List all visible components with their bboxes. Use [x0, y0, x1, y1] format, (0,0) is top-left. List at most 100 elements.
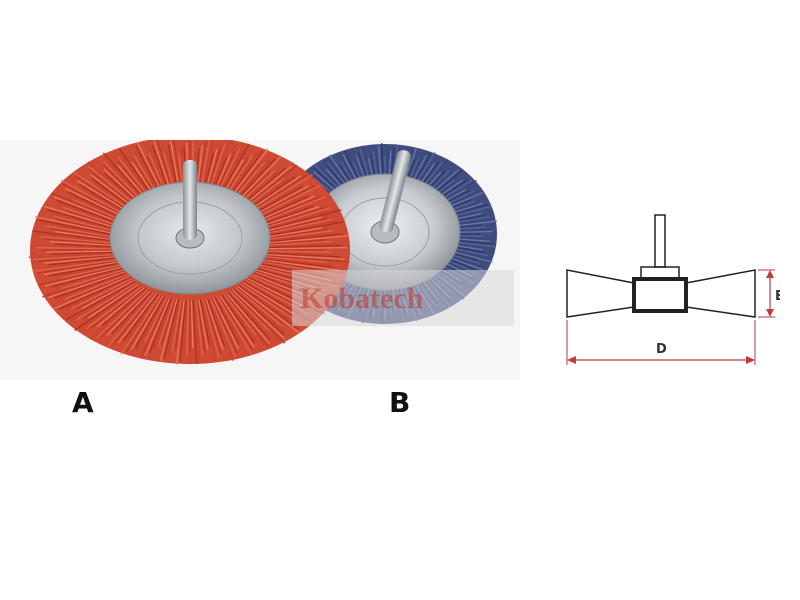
bristle-strand — [122, 293, 159, 342]
bristle-strand — [112, 292, 156, 346]
bristle-strand — [190, 299, 194, 349]
bristle-strand — [239, 284, 298, 326]
brush-a — [28, 140, 350, 365]
bristle-strand — [49, 240, 121, 247]
bristle-strand — [70, 277, 133, 310]
bristle-strand — [144, 296, 168, 343]
bristle-strand — [135, 296, 165, 348]
bristle-strand — [212, 296, 239, 350]
dimension-e-arrow-top — [766, 270, 774, 278]
bristle-strand — [59, 263, 124, 279]
bristle-strand — [215, 296, 242, 342]
bristle-strand — [117, 293, 157, 344]
diagram-shaft — [654, 214, 666, 268]
bristle-strand — [258, 257, 336, 269]
brush-photo-svg: Kobatech — [0, 140, 520, 380]
dimension-e-arrow-bottom — [766, 309, 774, 317]
bristle-strand — [153, 298, 174, 351]
bristle-strand — [161, 298, 177, 345]
bristle-strand — [48, 261, 123, 277]
bristle-strand — [201, 299, 218, 362]
bristle-strand — [35, 216, 124, 237]
bristle-strand — [259, 254, 350, 263]
bristle-strand — [259, 239, 327, 246]
bristle-strand — [50, 251, 121, 255]
bristle-strand — [259, 253, 345, 260]
bristle-strand — [217, 295, 254, 352]
bristle-strand — [79, 285, 142, 331]
bristle-strand — [259, 251, 336, 255]
bristle-strand — [237, 285, 300, 334]
dimension-diagram: E D — [555, 205, 784, 379]
bristle-strand — [42, 269, 127, 298]
bristle-strand — [227, 291, 271, 340]
bristle-strand — [40, 235, 121, 245]
bristle-strand — [125, 295, 163, 353]
bristle-strand — [225, 292, 271, 345]
bristle-strand — [171, 299, 182, 352]
bristle-strand — [101, 288, 146, 327]
bristle-strand — [257, 221, 344, 239]
bristle-strand — [32, 258, 122, 273]
brush-photo: Kobatech — [0, 140, 520, 380]
bristle-strand — [205, 298, 224, 351]
bristle-strand — [258, 258, 340, 271]
dimension-d-arrow-left — [567, 356, 576, 364]
bristle-strand — [259, 235, 349, 245]
bristle-strand — [203, 298, 222, 354]
bristle-strand — [230, 289, 286, 344]
bristle-strand — [39, 264, 124, 286]
bristle-strand — [120, 294, 161, 355]
bristle-strand — [216, 295, 253, 356]
bristle-strand — [91, 286, 144, 329]
bristle-strand — [107, 292, 155, 347]
bristle-strand — [139, 297, 169, 359]
dimension-d-label: D — [656, 342, 667, 357]
bristle-strand — [229, 290, 270, 332]
bristle-strand — [174, 299, 184, 349]
bristle-strand — [82, 282, 139, 320]
bristle-strand — [38, 259, 122, 274]
bristle-strand — [65, 280, 136, 321]
dimension-diagram-svg: E D — [566, 214, 784, 365]
bristle-strand — [199, 299, 211, 346]
brush-b-label: B — [389, 386, 411, 419]
bristle-strand — [211, 297, 238, 354]
bristle-strand — [213, 296, 241, 346]
brush-a-shaft — [183, 160, 197, 240]
bristle-strand — [139, 296, 167, 346]
bristle-strand — [224, 292, 270, 349]
diagram-hub-body — [632, 277, 688, 313]
bristle-strand — [255, 209, 342, 234]
bristle-strand — [159, 298, 178, 362]
bristle-strand — [53, 271, 128, 299]
brush-a-label: A — [72, 386, 94, 419]
bristle-strand — [258, 229, 334, 242]
bristle-strand — [44, 265, 125, 287]
bristle-strand — [259, 242, 337, 248]
bristle-strand — [259, 252, 341, 258]
bristle-strand — [88, 283, 140, 319]
bristle-strand — [206, 298, 226, 347]
bristle-strand — [36, 247, 121, 250]
bristle-strand — [259, 256, 331, 266]
bristle-strand — [148, 297, 172, 354]
watermark-band — [292, 270, 514, 326]
bristle-strand — [241, 282, 295, 318]
bristle-strand — [49, 256, 121, 266]
bristle-strand — [192, 299, 198, 364]
bristle-strand — [47, 270, 127, 299]
bristle-strand — [127, 294, 160, 340]
dimension-e-label: E — [775, 289, 780, 304]
bristle-strand — [58, 276, 132, 310]
bristle-strand — [81, 279, 135, 310]
bristle-strand — [233, 288, 285, 336]
bristle-strand — [45, 238, 121, 246]
bristle-strand — [234, 288, 285, 332]
bristle-strand — [193, 299, 201, 361]
dimension-d-arrow-right — [746, 356, 755, 364]
bristle-strand — [54, 257, 122, 267]
bristle-strand — [50, 266, 125, 288]
bristle-strand — [38, 254, 121, 262]
